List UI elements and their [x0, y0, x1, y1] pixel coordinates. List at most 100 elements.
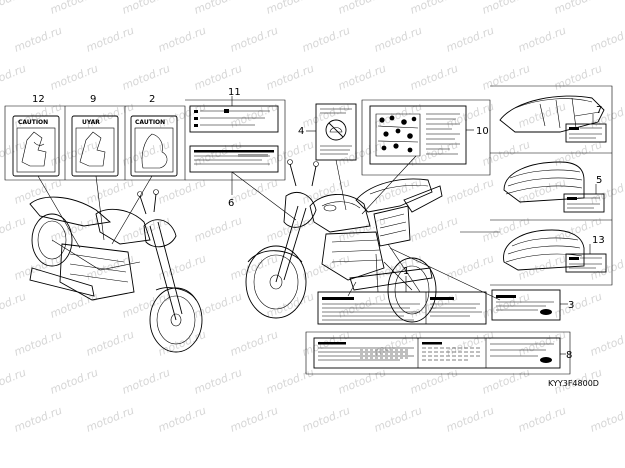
- label-12[interactable]: [12, 115, 60, 177]
- label-13[interactable]: [565, 253, 607, 273]
- watermark-text: motod.ru: [12, 404, 64, 435]
- watermark-text: motod.ru: [264, 290, 316, 321]
- watermark-text: motod.ru: [444, 252, 496, 283]
- watermark-text: motod.ru: [228, 404, 280, 435]
- watermark-text: motod.ru: [120, 290, 172, 321]
- watermark-text: motod.ru: [192, 366, 244, 397]
- watermark-text: motod.ru: [516, 100, 568, 131]
- watermark-text: motod.ru: [156, 24, 208, 55]
- watermark-text: motod.ru: [516, 404, 568, 435]
- watermark-text: motod.ru: [0, 0, 28, 17]
- watermark-text: motod.ru: [228, 24, 280, 55]
- caution-label-text-2: CAUTION: [135, 119, 165, 126]
- callout-9: 9: [90, 94, 96, 105]
- label-8[interactable]: [305, 331, 571, 375]
- watermark-text: motod.ru: [372, 404, 424, 435]
- label-5[interactable]: [563, 193, 605, 213]
- watermark-text: motod.ru: [264, 214, 316, 245]
- label-9[interactable]: [71, 115, 119, 177]
- watermark-text: motod.ru: [156, 404, 208, 435]
- watermark-text: motod.ru: [48, 366, 100, 397]
- watermark-text: motod.ru: [264, 0, 316, 17]
- uyar-label-text: UYAR: [82, 119, 100, 126]
- watermark-text: motod.ru: [336, 62, 388, 93]
- watermark-text: motod.ru: [588, 404, 625, 435]
- watermark-text: motod.ru: [300, 24, 352, 55]
- watermark-text: motod.ru: [336, 0, 388, 17]
- watermark-text: motod.ru: [444, 404, 496, 435]
- watermark-text: motod.ru: [588, 176, 625, 207]
- seat-top: [499, 95, 605, 133]
- watermark-text: motod.ru: [120, 0, 172, 17]
- caution-label-text: CAUTION: [18, 119, 48, 126]
- callout-13: 13: [592, 235, 605, 246]
- label-10[interactable]: [369, 105, 467, 165]
- callout-10: 10: [476, 126, 489, 137]
- watermark-text: motod.ru: [0, 214, 28, 245]
- watermark-text: motod.ru: [372, 24, 424, 55]
- watermark-text: motod.ru: [264, 366, 316, 397]
- watermark-text: motod.ru: [588, 24, 625, 55]
- watermark-text: motod.ru: [480, 62, 532, 93]
- label-6[interactable]: [189, 145, 279, 173]
- seat-middle: [503, 161, 585, 203]
- callout-12: 12: [32, 94, 45, 105]
- motorcycle-left: [29, 189, 203, 353]
- watermark-text: motod.ru: [156, 100, 208, 131]
- callout-6: 6: [228, 198, 234, 209]
- callout-4: 4: [298, 126, 304, 137]
- watermark-text: motod.ru: [300, 404, 352, 435]
- watermark-text: motod.ru: [12, 328, 64, 359]
- watermark-text: motod.ru: [480, 214, 532, 245]
- watermark-text: motod.ru: [228, 100, 280, 131]
- watermark-text: motod.ru: [84, 24, 136, 55]
- label-11[interactable]: [189, 105, 279, 133]
- callout-1: 1: [403, 266, 409, 277]
- watermark-text: motod.ru: [408, 214, 460, 245]
- watermark-text: motod.ru: [12, 252, 64, 283]
- callout-7: 7: [596, 105, 602, 116]
- watermark-text: motod.ru: [12, 176, 64, 207]
- watermark-text: motod.ru: [192, 214, 244, 245]
- watermark-text: motod.ru: [336, 214, 388, 245]
- watermark-text: motod.ru: [12, 24, 64, 55]
- leader-lines-right: [231, 155, 501, 301]
- label-group-11-6: 11 6: [185, 87, 286, 209]
- watermark-text: motod.ru: [0, 290, 28, 321]
- watermark-text: motod.ru: [588, 328, 625, 359]
- label-1[interactable]: [317, 291, 487, 325]
- watermark-text: motod.ru: [336, 366, 388, 397]
- part-code: KYY3F4800D: [548, 379, 599, 388]
- watermark-text: motod.ru: [264, 62, 316, 93]
- watermark-text: motod.ru: [0, 62, 28, 93]
- watermark-text: motod.ru: [552, 0, 604, 17]
- label-3[interactable]: [491, 289, 561, 321]
- callout-3: 3: [568, 300, 574, 311]
- callout-8: 8: [566, 350, 572, 361]
- watermark-text: motod.ru: [156, 176, 208, 207]
- watermark-text: motod.ru: [48, 0, 100, 17]
- leader-lines-left: [37, 175, 153, 249]
- watermark-text: motod.ru: [588, 252, 625, 283]
- watermark-text: motod.ru: [192, 0, 244, 17]
- watermark-text: motod.ru: [120, 366, 172, 397]
- watermark-text: motod.ru: [480, 366, 532, 397]
- watermark-text: motod.ru: [444, 176, 496, 207]
- watermark-text: motod.ru: [516, 24, 568, 55]
- watermark-text: motod.ru: [300, 100, 352, 131]
- label-group-10: 10: [361, 99, 491, 176]
- label-group-right: 7 5: [490, 85, 613, 286]
- label-7[interactable]: [565, 123, 607, 143]
- watermark-text: motod.ru: [480, 0, 532, 17]
- watermark-text: motod.ru: [588, 100, 625, 131]
- label-2[interactable]: [130, 115, 178, 177]
- watermark-text: motod.ru: [120, 62, 172, 93]
- watermark-text: motod.ru: [408, 0, 460, 17]
- callout-5: 5: [596, 175, 602, 186]
- watermark-text: motod.ru: [372, 252, 424, 283]
- watermark-text: motod.ru: [84, 176, 136, 207]
- watermark-text: motod.ru: [408, 366, 460, 397]
- watermark-text: motod.ru: [0, 366, 28, 397]
- watermark-text: motod.ru: [48, 138, 100, 169]
